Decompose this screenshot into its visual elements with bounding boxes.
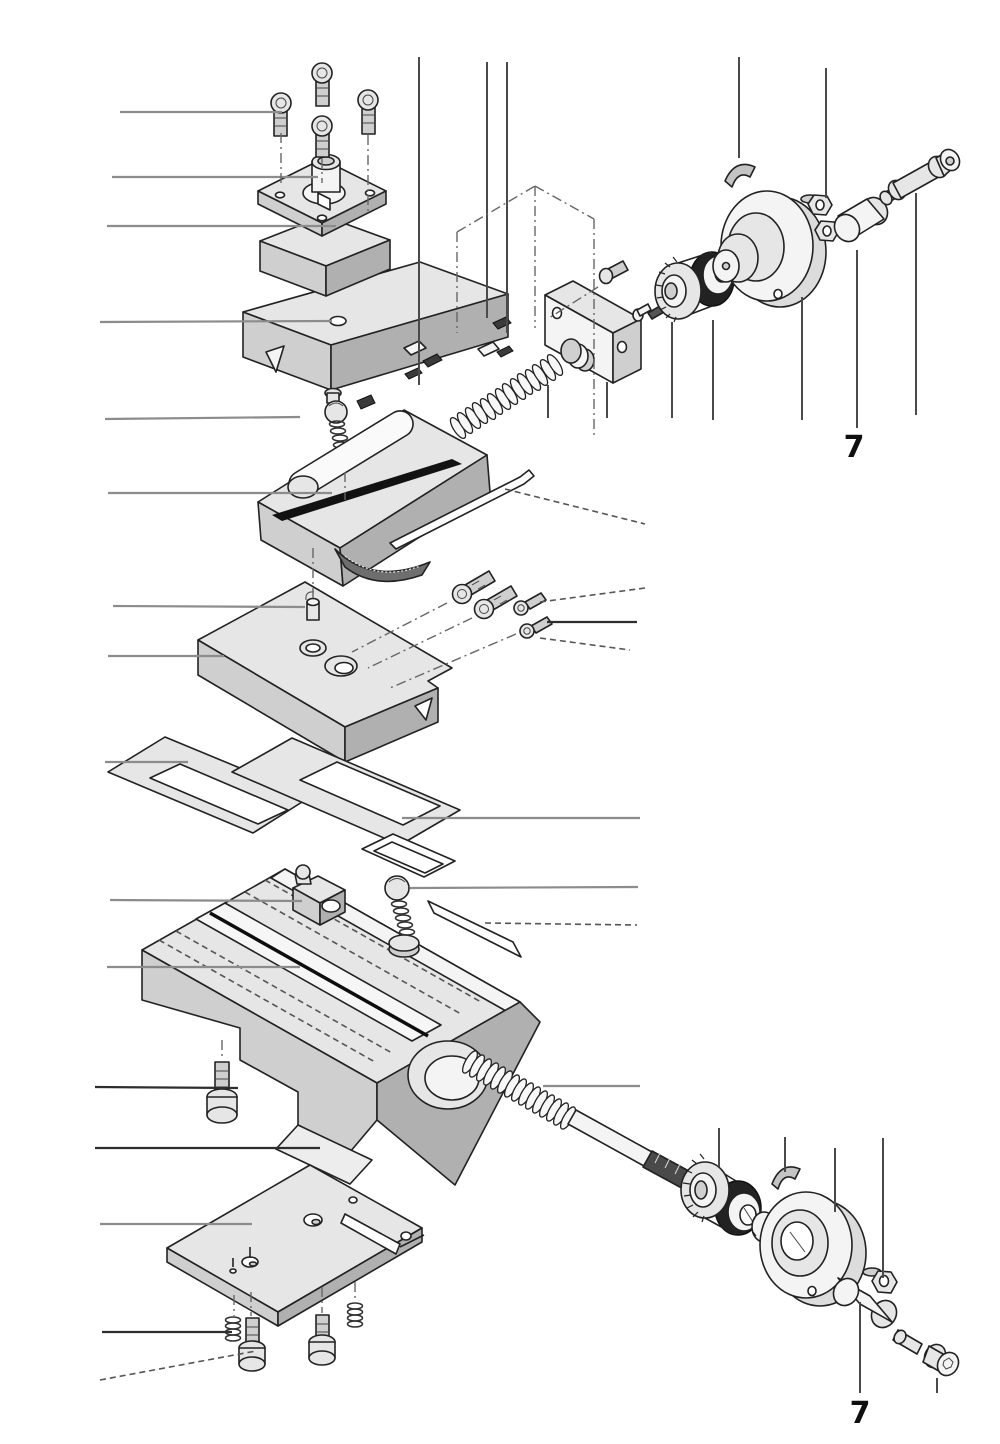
- base-plate: [166, 1164, 425, 1327]
- retaining-clip: [771, 1166, 801, 1190]
- cross-slide-plate: [197, 581, 453, 763]
- leader-lines: [94, 57, 938, 1393]
- part-number-label: 7: [844, 430, 865, 465]
- handle-screw: [879, 148, 961, 206]
- socket-head-screw: [270, 62, 379, 158]
- leadscrew: [459, 1048, 699, 1193]
- cross-slide-base: [141, 868, 541, 1186]
- feed-nut-segment: [334, 548, 431, 583]
- retaining-clip: [724, 163, 756, 188]
- top-slide-saddle: [242, 261, 509, 391]
- lock-nut: [800, 194, 840, 242]
- phantom-lines: [221, 133, 599, 1316]
- handle-spacer: [832, 1277, 898, 1329]
- tool-post-bolt: [311, 153, 341, 193]
- adjustment-screw: [451, 570, 553, 639]
- handle-spacer: [833, 196, 889, 243]
- gib-strip-top: [389, 469, 535, 550]
- riser-block: [259, 215, 391, 297]
- mounting-screw: [238, 1314, 336, 1372]
- top-slide: [257, 409, 491, 587]
- mounting-screw: [206, 1061, 238, 1124]
- gib-strip-base: [427, 900, 522, 958]
- handle-screw: [892, 1329, 960, 1377]
- lock-nut: [862, 1267, 898, 1294]
- shim-frame: [361, 833, 456, 878]
- locating-pin: [305, 591, 320, 621]
- graduated-dial: [680, 1153, 762, 1236]
- handwheel: [712, 190, 827, 308]
- bearing-bracket: [544, 280, 642, 384]
- clamp-lug: [292, 864, 346, 926]
- bracket-bolt: [598, 260, 652, 322]
- lock-screw-spring: [384, 875, 420, 958]
- part-number-label: 7: [850, 1396, 871, 1431]
